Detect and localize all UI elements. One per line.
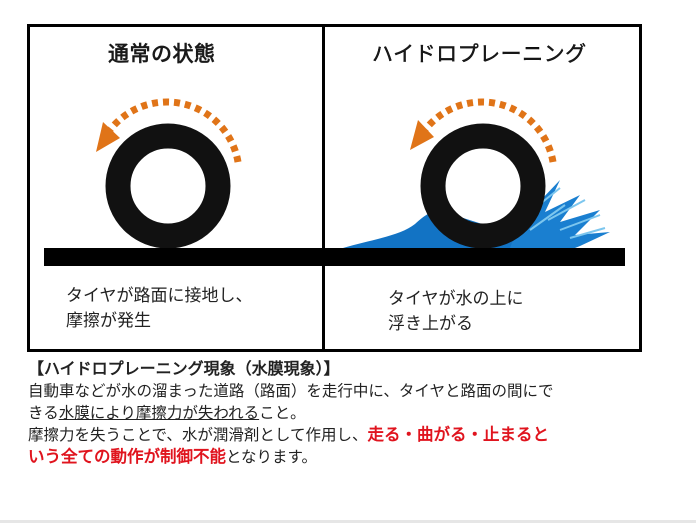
diagram-frame <box>27 24 642 352</box>
text: 摩擦力を失うことで、水が潤滑剤として作用し、 <box>28 426 368 444</box>
caption-hydroplaning: タイヤが水の上に 浮き上がる <box>388 287 524 337</box>
panel-divider <box>322 24 325 349</box>
caption-line: 摩擦が発生 <box>66 311 151 331</box>
text: となります。 <box>226 448 317 466</box>
text: きる <box>28 404 59 422</box>
panel-title-hydroplaning: ハイドロプレーニング <box>372 42 587 66</box>
caption-line: 浮き上がる <box>388 314 473 334</box>
underlined-text: 水膜により摩擦力が失われる <box>58 404 260 422</box>
road-surface <box>44 248 625 266</box>
rotation-arrow-icon <box>410 98 557 163</box>
caption-line: タイヤが路面に接地し、 <box>66 286 253 306</box>
description-heading: 【ハイドロプレーニング現象（水膜現象）】 <box>28 359 340 378</box>
emphasis-text: いう全ての動作が制御不能 <box>28 447 226 466</box>
diagram-illustration <box>44 98 625 266</box>
text: こと。 <box>259 404 306 422</box>
caption-line: タイヤが水の上に <box>388 289 524 309</box>
caption-normal: タイヤが路面に接地し、 摩擦が発生 <box>66 284 253 334</box>
bottom-border <box>0 520 696 523</box>
rotation-arrow-icon <box>96 98 242 163</box>
description-line: 摩擦力を失うことで、水が潤滑剤として作用し、走る・曲がる・止まると <box>28 424 648 446</box>
description-line: 自動車などが水の溜まった道路（路面）を走行中に、タイヤと路面の間にで <box>28 382 554 400</box>
tire-icon <box>105 123 231 249</box>
panel-title-normal: 通常の状態 <box>108 42 216 66</box>
description-line: いう全ての動作が制御不能となります。 <box>28 446 648 468</box>
tire-icon <box>420 123 546 249</box>
emphasis-text: 走る・曲がる・止まると <box>367 425 549 444</box>
description-line: きる水膜により摩擦力が失われること。 <box>28 402 648 424</box>
description-block: 【ハイドロプレーニング現象（水膜現象）】 自動車などが水の溜まった道路（路面）を… <box>28 358 648 468</box>
